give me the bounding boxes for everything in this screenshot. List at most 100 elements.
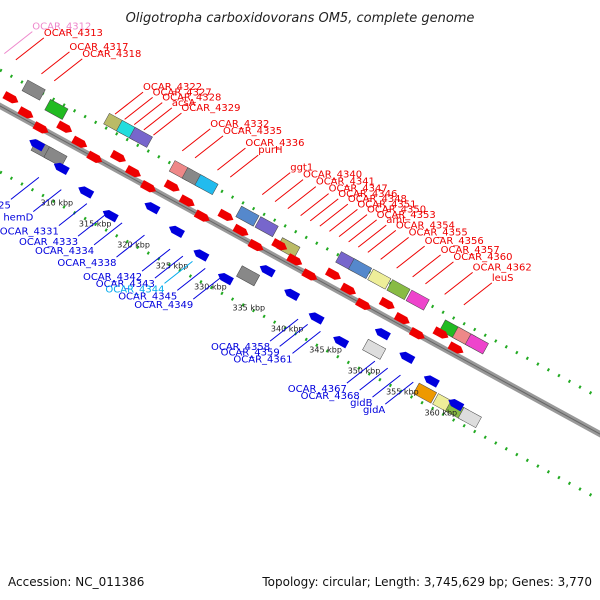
- gene-label[interactable]: OCAR_4342: [83, 272, 142, 283]
- gene-leader-line: [143, 107, 173, 131]
- gene-label[interactable]: OCAR_4332: [210, 119, 269, 130]
- forward-gene-arrow: [178, 194, 195, 207]
- gene-labels: OCAR_4312OCAR_4313OCAR_4317OCAR_4318OCAR…: [0, 22, 532, 417]
- gene-label[interactable]: OCAR_4349: [134, 300, 193, 311]
- gene-label[interactable]: hemD: [3, 213, 33, 224]
- gene-label[interactable]: OCAR_4338: [57, 258, 116, 269]
- gene-leader-line: [10, 176, 40, 200]
- reverse-gene-arrow: [423, 375, 440, 388]
- gene-leader-line: [114, 91, 144, 115]
- gene-label[interactable]: OCAR_4343: [96, 279, 155, 290]
- gene-box: [43, 146, 68, 168]
- gene-label[interactable]: OCAR_4336: [245, 138, 304, 149]
- gene-leader-line: [319, 203, 349, 227]
- backbone-edge: [0, 105, 600, 435]
- gene-leader-line: [164, 260, 193, 284]
- gene-label[interactable]: OCAR_4331: [0, 227, 59, 238]
- gene-leader-line: [287, 186, 317, 210]
- forward-gene-arrow: [2, 91, 19, 104]
- gene-label[interactable]: OCAR_4341: [316, 177, 375, 188]
- gene-label[interactable]: OCAR_4317: [69, 42, 128, 53]
- gene-box: [464, 333, 489, 355]
- gene-label[interactable]: OCAR_4350: [367, 205, 426, 216]
- reverse-gene-arrow: [53, 162, 70, 176]
- gene-label[interactable]: leuS: [492, 273, 514, 284]
- gene-leader-line: [133, 102, 163, 126]
- accession-text: Accession: NC_011386: [8, 575, 144, 589]
- gene-leader-line: [58, 203, 88, 226]
- gene-leader-line: [346, 360, 376, 384]
- gene-label[interactable]: OCAR_4327: [153, 87, 212, 98]
- gene-label[interactable]: OCAR_4340: [303, 170, 362, 181]
- forward-gene-arrow: [393, 311, 410, 325]
- forward-gene-arrow: [193, 209, 210, 222]
- gene-label[interactable]: OCAR_4358: [211, 342, 270, 353]
- gene-label[interactable]: OCAR_4312: [32, 22, 91, 33]
- gene-label[interactable]: OCAR_4344: [105, 284, 164, 295]
- gene-label[interactable]: OCAR_4357: [441, 245, 500, 256]
- gene-box: [128, 126, 153, 148]
- gene-label[interactable]: OCAR_4348: [348, 194, 407, 205]
- gene-leader-line: [217, 147, 246, 171]
- forward-gene-arrow: [355, 297, 372, 310]
- gene-box: [386, 279, 411, 301]
- scale-tick-label: 345 kbp: [309, 345, 342, 354]
- gene-leader-line: [77, 213, 107, 237]
- gene-label[interactable]: OCAR_4325: [0, 200, 11, 211]
- gene-leader-line: [372, 374, 401, 398]
- gene-label[interactable]: OCAR_4359: [221, 347, 280, 358]
- gene-label[interactable]: OCAR_4368: [301, 391, 360, 402]
- gene-label[interactable]: acsA: [172, 98, 196, 109]
- gene-label[interactable]: OCAR_4360: [453, 252, 512, 263]
- gene-label[interactable]: OCAR_4346: [338, 189, 397, 200]
- gene-leader-line: [329, 208, 358, 232]
- gene-label[interactable]: purH: [258, 145, 282, 156]
- forward-gene-arrow: [378, 296, 395, 310]
- gene-leader-line: [15, 37, 45, 61]
- gene-leader-line: [154, 255, 184, 279]
- gene-label[interactable]: OCAR_4353: [377, 210, 436, 221]
- gene-leader-line: [269, 318, 299, 342]
- gene-label[interactable]: OCAR_4334: [35, 246, 94, 257]
- gene-label[interactable]: OCAR_4361: [233, 354, 292, 365]
- gene-leader-line: [32, 189, 62, 212]
- gene-label[interactable]: OCAR_4351: [357, 199, 416, 210]
- gene-label[interactable]: OCAR_4329: [181, 103, 240, 114]
- forward-gene-arrow: [17, 106, 34, 119]
- gene-label[interactable]: OCAR_4355: [409, 227, 468, 238]
- gene-label[interactable]: ggt1: [290, 163, 313, 174]
- gene-label[interactable]: gidA: [363, 405, 385, 416]
- reverse-gene-arrow: [193, 249, 210, 262]
- gene-leader-line: [384, 381, 414, 405]
- gene-label[interactable]: OCAR_4335: [223, 126, 282, 137]
- gene-leader-line: [192, 276, 222, 300]
- gene-label[interactable]: OCAR_4345: [118, 291, 177, 302]
- gene-label[interactable]: OCAR_4322: [143, 82, 202, 93]
- gene-label[interactable]: OCAR_4367: [288, 384, 347, 395]
- gene-label[interactable]: gidB: [350, 398, 372, 409]
- gene-label[interactable]: OCAR_4362: [473, 262, 532, 273]
- gene-leader-line: [116, 234, 145, 258]
- scale-tick-label: 355 kbp: [386, 387, 419, 396]
- reverse-gene-arrow: [168, 225, 185, 239]
- gene-box: [235, 205, 260, 227]
- dotted-guides: [0, 68, 600, 502]
- gene-label[interactable]: OCAR_4328: [162, 93, 221, 104]
- gene-label[interactable]: OCAR_4354: [396, 220, 455, 231]
- forward-gene-arrow: [271, 238, 288, 251]
- gene-label[interactable]: OCAR_4347: [329, 184, 388, 195]
- forward-gene-arrow: [86, 150, 103, 163]
- gene-leader-line: [444, 271, 473, 295]
- gene-label[interactable]: OCAR_4333: [19, 237, 78, 248]
- gene-label[interactable]: OCAR_4318: [82, 49, 141, 60]
- forward-gene-arrow: [109, 149, 126, 163]
- gene-leader-line: [229, 154, 259, 178]
- gene-label[interactable]: OCAR_4356: [425, 236, 484, 247]
- forward-gene-arrow: [124, 164, 141, 178]
- reverse-gene-arrow: [217, 273, 234, 286]
- gene-label[interactable]: amt: [386, 215, 406, 226]
- gene-leader-line: [359, 367, 388, 391]
- gene-box: [367, 268, 392, 290]
- gene-label[interactable]: OCAR_4313: [44, 28, 103, 39]
